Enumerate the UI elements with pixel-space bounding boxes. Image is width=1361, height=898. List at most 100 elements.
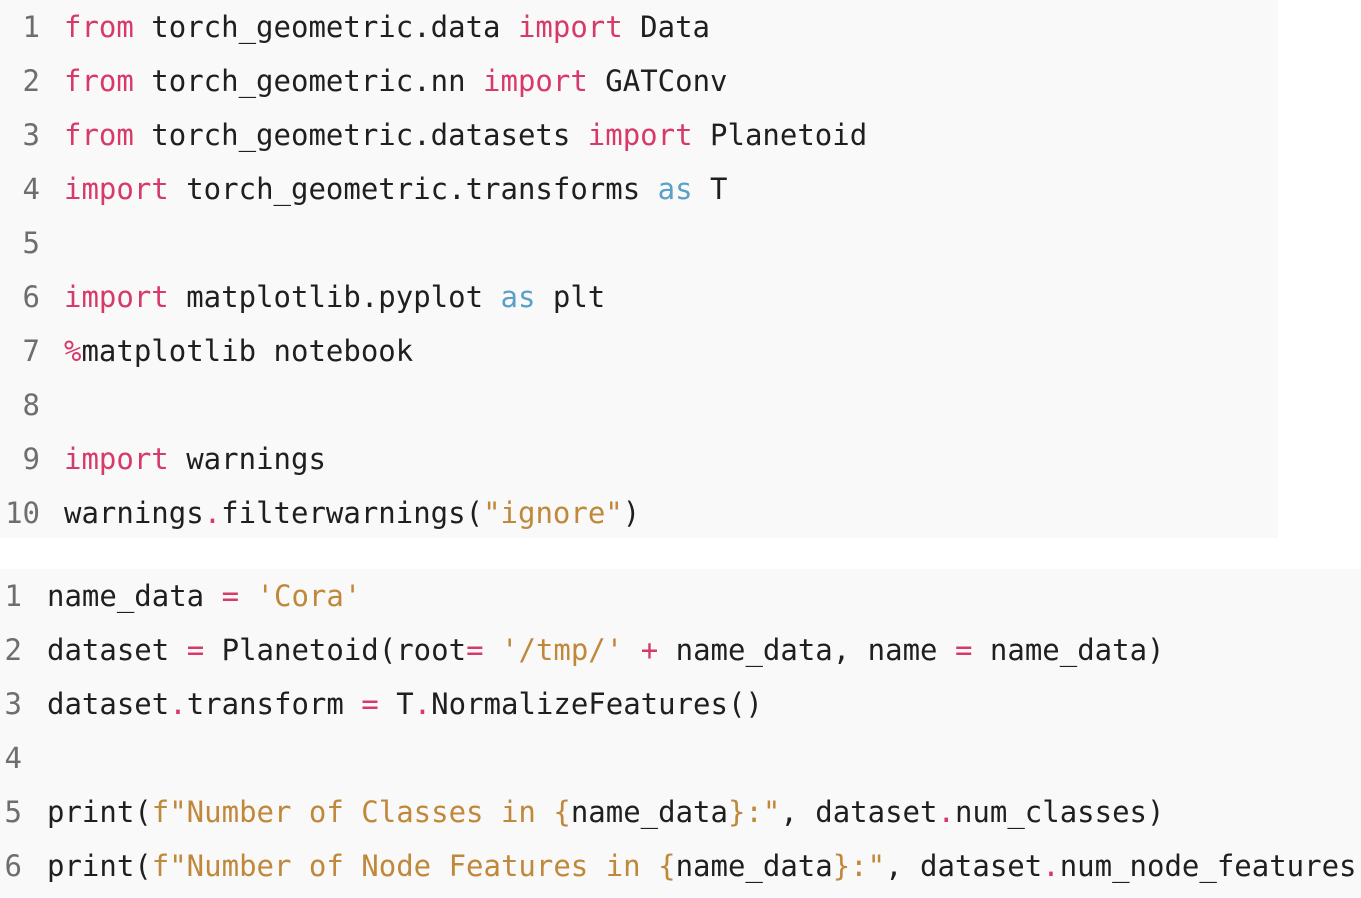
code-token: import bbox=[64, 172, 169, 206]
line-number: 6 bbox=[4, 849, 22, 883]
code-line: 5 print(f"Number of Classes in {name_data… bbox=[0, 785, 1361, 839]
code-text: %matplotlib notebook bbox=[64, 324, 413, 378]
line-number: 4 bbox=[22, 172, 40, 206]
code-text: dataset = Planetoid(root= '/tmp/' + name… bbox=[47, 623, 1165, 677]
code-token: }:" bbox=[727, 795, 781, 829]
code-text: import matplotlib.pyplot as plt bbox=[64, 270, 605, 324]
code-line: 9 import warnings bbox=[0, 432, 1278, 486]
code-token: warnings bbox=[168, 442, 326, 476]
code-token: . bbox=[413, 687, 432, 721]
code-token: import bbox=[587, 118, 693, 152]
code-token: torch_geometric.transforms bbox=[168, 172, 658, 206]
code-token: = bbox=[221, 579, 240, 613]
line-number: 3 bbox=[22, 118, 40, 152]
code-token: name_data, name bbox=[658, 633, 955, 667]
code-token: Planetoid bbox=[692, 118, 868, 152]
code-token: import bbox=[517, 10, 623, 44]
line-number: 10 bbox=[5, 496, 40, 530]
code-cell-dataset[interactable]: 1 name_data = 'Cora' 2 dataset = Planetoid(… bbox=[0, 569, 1361, 898]
code-token bbox=[239, 579, 256, 613]
code-text: import warnings bbox=[64, 432, 326, 486]
code-text: print(f"Number of Classes in {name_data}… bbox=[47, 785, 1164, 839]
code-token: import bbox=[64, 442, 169, 476]
code-token: filterwarnings( bbox=[221, 496, 484, 530]
code-token: . bbox=[937, 795, 955, 829]
code-text: warnings.filterwarnings("ignore") bbox=[64, 486, 640, 538]
line-number: 8 bbox=[22, 388, 40, 422]
code-text: from torch_geometric.datasets import Pla… bbox=[64, 108, 867, 162]
line-number: 2 bbox=[22, 64, 40, 98]
code-line: 5 bbox=[0, 216, 1278, 270]
code-token: Data bbox=[622, 10, 711, 44]
line-number: 5 bbox=[4, 795, 22, 829]
code-token: print( bbox=[47, 849, 152, 883]
code-line: 7 %matplotlib notebook bbox=[0, 324, 1278, 378]
code-token: f"Number of Node Features in bbox=[151, 849, 659, 883]
code-text: name_data = 'Cora' bbox=[47, 569, 361, 623]
code-token: dataset bbox=[47, 687, 170, 721]
code-line: 2 from torch_geometric.nn import GATConv bbox=[0, 54, 1278, 108]
code-text: from torch_geometric.data import Data bbox=[64, 0, 710, 54]
code-token: as bbox=[500, 280, 536, 314]
code-text: import torch_geometric.transforms as T bbox=[64, 162, 727, 216]
line-number: 3 bbox=[4, 687, 22, 721]
code-token: transform bbox=[186, 687, 362, 721]
code-token: torch_geometric.data bbox=[133, 10, 518, 44]
line-number: 4 bbox=[4, 741, 22, 775]
code-token: plt bbox=[535, 280, 606, 314]
code-token: = bbox=[954, 633, 973, 667]
code-token: from bbox=[64, 10, 134, 44]
code-token: = bbox=[466, 633, 484, 667]
line-number: 7 bbox=[22, 334, 40, 368]
code-line: 8 bbox=[0, 378, 1278, 432]
code-token: print( bbox=[47, 795, 152, 829]
code-line: 3 from torch_geometric.datasets import Pl… bbox=[0, 108, 1278, 162]
code-token: { bbox=[658, 849, 676, 883]
code-text: from torch_geometric.nn import GATConv bbox=[64, 54, 728, 108]
code-token: = bbox=[361, 687, 379, 721]
line-number: 2 bbox=[4, 633, 22, 667]
code-line: 1 from torch_geometric.data import Data bbox=[0, 0, 1278, 54]
line-number: 1 bbox=[22, 10, 40, 44]
code-token: '/tmp/' bbox=[501, 633, 624, 667]
code-token: . bbox=[169, 687, 187, 721]
code-token: import bbox=[64, 280, 169, 314]
code-token: warnings bbox=[64, 496, 204, 530]
code-token: num_classes) bbox=[954, 795, 1165, 829]
code-line: 1 name_data = 'Cora' bbox=[0, 569, 1361, 623]
code-line: 2 dataset = Planetoid(root= '/tmp/' + nam… bbox=[0, 623, 1361, 677]
code-token: num_node_features) bbox=[1059, 849, 1361, 883]
code-token: , dataset bbox=[885, 849, 1043, 883]
code-token bbox=[623, 633, 640, 667]
code-text: dataset.transform = T.NormalizeFeatures(… bbox=[47, 677, 763, 731]
code-token: name_data bbox=[570, 795, 728, 829]
code-token: from bbox=[64, 64, 134, 98]
code-line: 6 print(f"Number of Node Features in {nam… bbox=[0, 839, 1361, 893]
code-token: T bbox=[378, 687, 414, 721]
code-token: Planetoid(root bbox=[204, 633, 467, 667]
code-token: . bbox=[203, 496, 222, 530]
code-token: matplotlib notebook bbox=[81, 334, 414, 368]
code-token: "ignore" bbox=[483, 496, 623, 530]
code-token: . bbox=[1042, 849, 1060, 883]
code-token: name_data bbox=[675, 849, 833, 883]
code-token: }:" bbox=[832, 849, 886, 883]
code-token: NormalizeFeatures() bbox=[431, 687, 763, 721]
code-token: T bbox=[692, 172, 728, 206]
line-number: 9 bbox=[22, 442, 40, 476]
line-number: 1 bbox=[4, 579, 22, 613]
code-line: 4 import torch_geometric.transforms as T bbox=[0, 162, 1278, 216]
line-number: 5 bbox=[22, 226, 40, 260]
code-token: = bbox=[186, 633, 205, 667]
code-token: as bbox=[657, 172, 693, 206]
code-token: , dataset bbox=[780, 795, 938, 829]
line-number: 6 bbox=[22, 280, 40, 314]
code-token: { bbox=[553, 795, 571, 829]
code-token: torch_geometric.datasets bbox=[133, 118, 588, 152]
code-token: torch_geometric.nn bbox=[133, 64, 484, 98]
code-token: 'Cora' bbox=[256, 579, 362, 613]
code-line: 10 warnings.filterwarnings("ignore") bbox=[0, 486, 1278, 538]
code-token: import bbox=[483, 64, 588, 98]
